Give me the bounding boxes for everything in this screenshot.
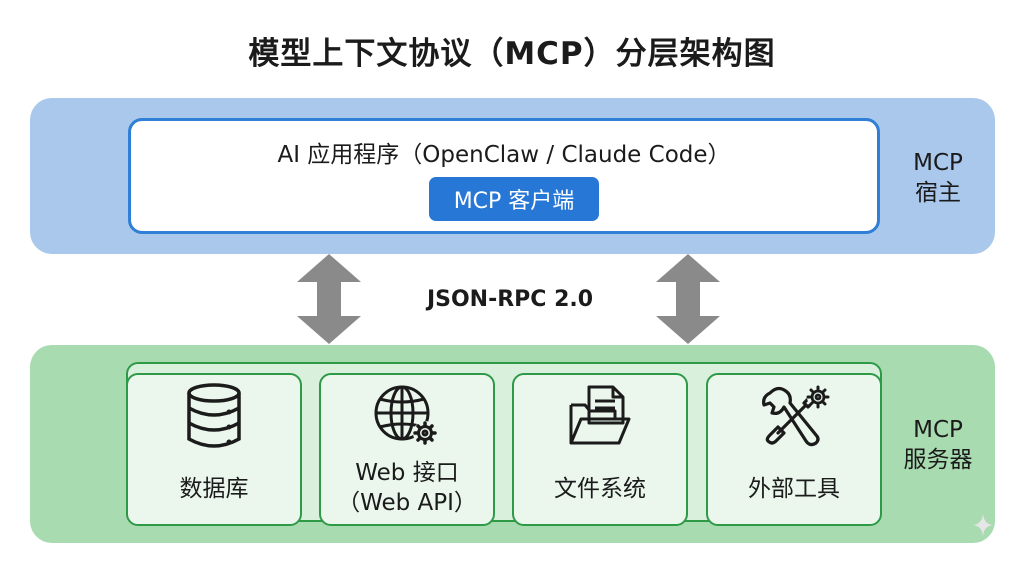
ai-application-box: AI 应用程序（OpenClaw / Claude Code） MCP 客户端 (128, 118, 880, 234)
mcp-host-label-line2: 宿主 (915, 180, 961, 206)
ai-application-title: AI 应用程序（OpenClaw / Claude Code） (277, 142, 731, 168)
mcp-server-label: MCP 服务器 (888, 415, 988, 475)
double-arrow-left-icon (297, 254, 361, 344)
card-label-database: 数据库 (179, 476, 249, 502)
folder-file-icon (569, 385, 631, 445)
diagram-title: 模型上下文协议（MCP）分层架构图 (248, 36, 776, 72)
server-card-file-system: 文件系统 (512, 373, 688, 526)
tools-icon (762, 385, 830, 447)
server-card-web-api: Web 接口 （Web API） (319, 373, 495, 526)
mcp-server-label-line2: 服务器 (903, 447, 973, 473)
mcp-server-label-line1: MCP (913, 417, 963, 443)
card-label-file-system: 文件系统 (554, 476, 646, 502)
protocol-label: JSON-RPC 2.0 (426, 287, 594, 312)
server-card-database: 数据库 (126, 373, 302, 526)
card-label-external-tools: 外部工具 (748, 476, 840, 502)
card-label-web-api-line1: Web 接口 (355, 460, 459, 486)
double-arrow-right-icon (656, 254, 720, 344)
sparkle-icon (973, 514, 993, 536)
mcp-host-label-line1: MCP (913, 150, 963, 176)
server-card-external-tools: 外部工具 (706, 373, 882, 526)
database-icon (187, 383, 241, 448)
mcp-client-badge: MCP 客户端 (429, 177, 599, 221)
globe-gear-icon (374, 385, 437, 445)
mcp-host-label: MCP 宿主 (888, 148, 988, 208)
card-label-web-api-line2: （Web API） (337, 490, 477, 516)
